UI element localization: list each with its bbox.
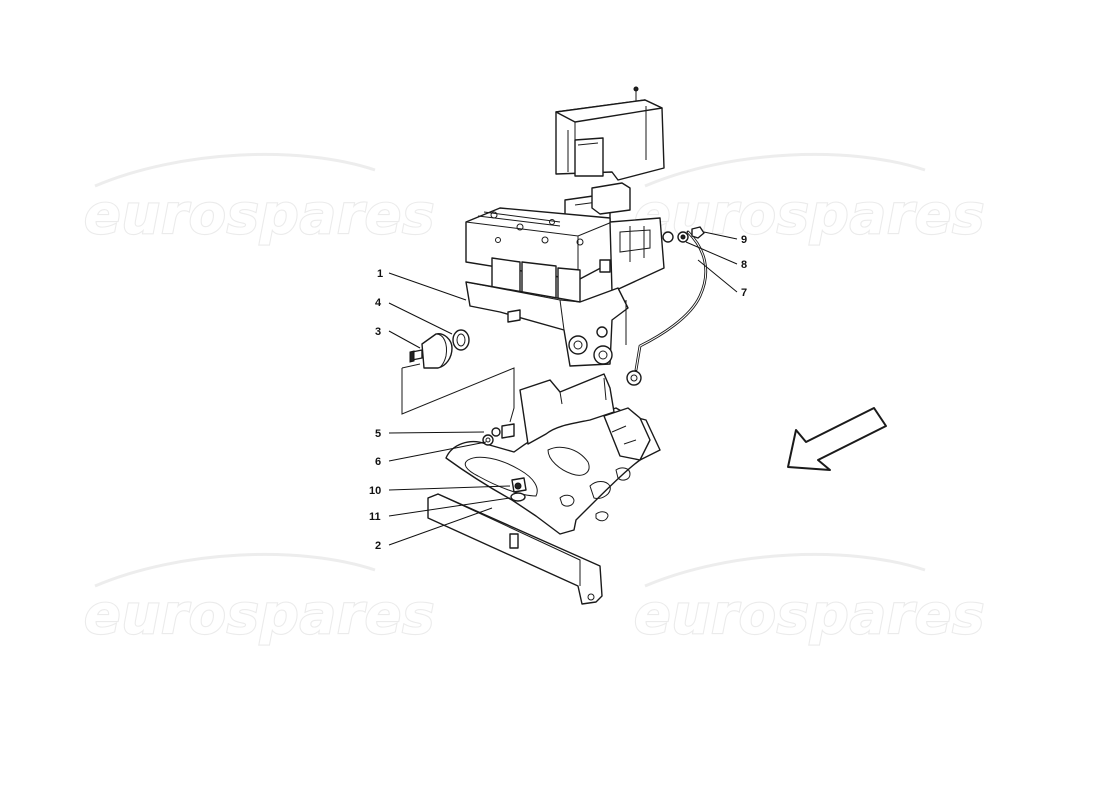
callout-5: 5 xyxy=(375,428,381,440)
support-bracket-part xyxy=(427,373,661,605)
watermark-top-right: eurospares xyxy=(633,153,986,247)
svg-text:eurospares: eurospares xyxy=(84,583,435,646)
callout-9: 9 xyxy=(741,234,747,246)
rubber-mount-part xyxy=(409,329,470,369)
watermark-bottom-right: eurospares xyxy=(633,553,986,647)
svg-text:eurospares: eurospares xyxy=(634,583,985,646)
leader-lines xyxy=(388,231,738,546)
assembly-guide xyxy=(401,363,515,423)
callout-10: 10 xyxy=(369,485,381,497)
callout-8: 8 xyxy=(741,259,747,271)
callout-4: 4 xyxy=(375,297,382,309)
callout-7: 7 xyxy=(741,287,747,299)
callout-2: 2 xyxy=(375,540,381,552)
callout-3: 3 xyxy=(375,326,381,338)
watermark-bottom-left: eurospares xyxy=(83,553,436,647)
svg-text:eurospares: eurospares xyxy=(84,183,435,246)
callout-labels: 1 4 3 5 6 10 11 2 9 8 7 xyxy=(369,234,747,552)
callout-1: 1 xyxy=(377,268,383,280)
cover-part xyxy=(555,86,665,181)
watermark-top-left: eurospares xyxy=(83,153,436,247)
direction-arrow-icon xyxy=(787,407,887,471)
hydraulic-unit-part xyxy=(465,182,665,367)
earth-cable-part xyxy=(626,226,708,386)
callout-6: 6 xyxy=(375,456,381,468)
callout-11: 11 xyxy=(369,511,381,523)
svg-text:eurospares: eurospares xyxy=(634,183,985,246)
